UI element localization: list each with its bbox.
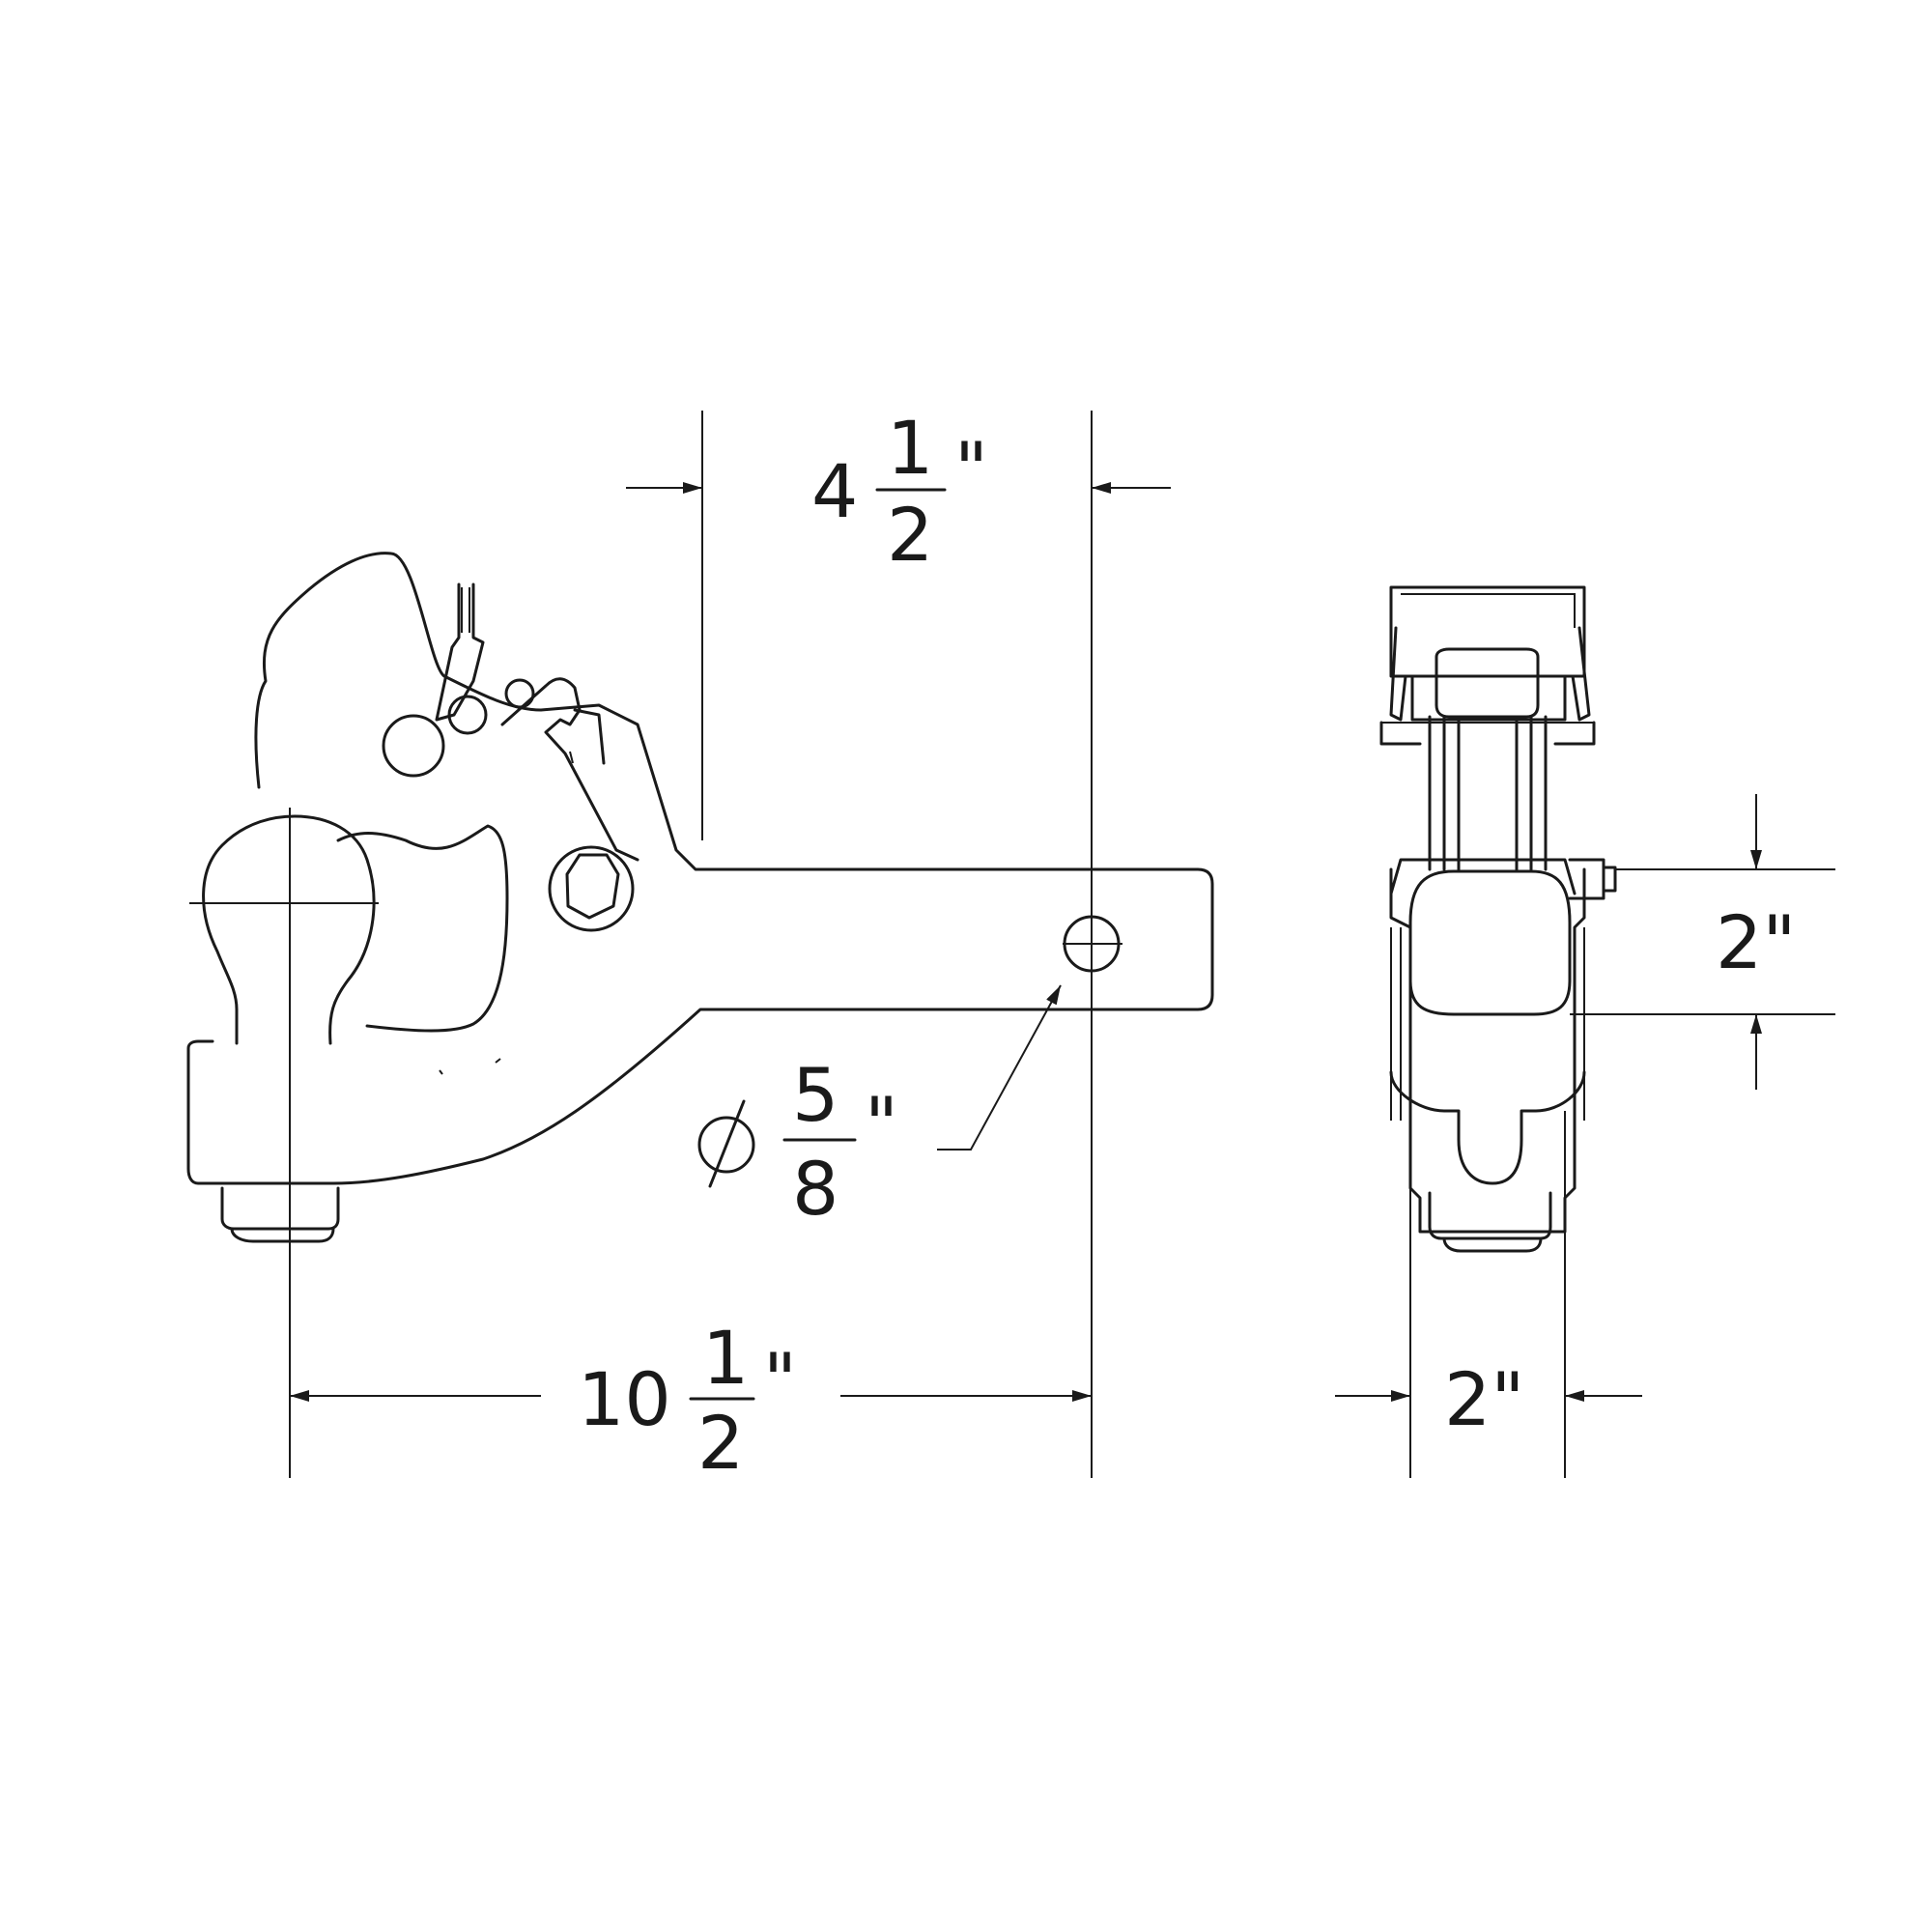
hole-numerator: 5 (792, 1052, 838, 1138)
side-bolt (1568, 858, 1617, 900)
length-numerator: 1 (702, 1315, 749, 1401)
dimension-side-height: 2" (1570, 794, 1835, 1090)
hole-denominator: 8 (792, 1146, 838, 1232)
diameter-symbol-slash (708, 1099, 746, 1188)
latch-housing (1435, 647, 1540, 719)
bracket-left-tab (1389, 626, 1407, 722)
dimension-hole-diameter: 5 8 " (697, 984, 1062, 1232)
tongue (1389, 1070, 1586, 1185)
end-view (1379, 585, 1617, 1253)
length-whole: 10 (578, 1356, 671, 1442)
height-label: 2" (1716, 899, 1796, 985)
dim-denominator: 2 (887, 492, 933, 578)
dim-unit: " (954, 426, 988, 512)
side-view (186, 552, 1214, 1478)
hole-unit: " (865, 1081, 898, 1167)
coupler-jaw (336, 824, 509, 1033)
dim-whole: 4 (811, 448, 858, 534)
bracket-right-tab (1571, 626, 1591, 722)
latch-lever (500, 677, 639, 862)
cross-pin (1410, 674, 1567, 722)
inner-housing (1408, 869, 1572, 1016)
vertical-shank (1428, 715, 1548, 871)
lever-hole (504, 678, 535, 709)
ball-nut (230, 1227, 335, 1243)
length-unit: " (763, 1337, 797, 1423)
dimension-overall-length: 10 1 2 " (290, 1315, 1092, 1486)
dimension-top-width: 4 1 2 " (626, 405, 1171, 1478)
leader-line (937, 984, 1062, 1151)
safety-clip (435, 582, 485, 722)
top-bracket (1389, 585, 1586, 678)
hitch-ball (202, 814, 376, 1045)
length-denominator: 2 (697, 1400, 744, 1486)
dim-numerator: 1 (887, 405, 933, 491)
width-label: 2" (1444, 1356, 1524, 1442)
latch-pivot (382, 714, 445, 778)
ball-base (220, 1186, 340, 1231)
bolt-head (548, 845, 635, 932)
dimension-side-width: 2" (1335, 1111, 1642, 1478)
bolt-hex (565, 853, 620, 920)
main-block (1389, 867, 1586, 1234)
end-ball-base (1428, 1191, 1552, 1240)
diameter-symbol-circle (697, 1116, 755, 1174)
coupler-body-outline (186, 552, 1214, 1185)
